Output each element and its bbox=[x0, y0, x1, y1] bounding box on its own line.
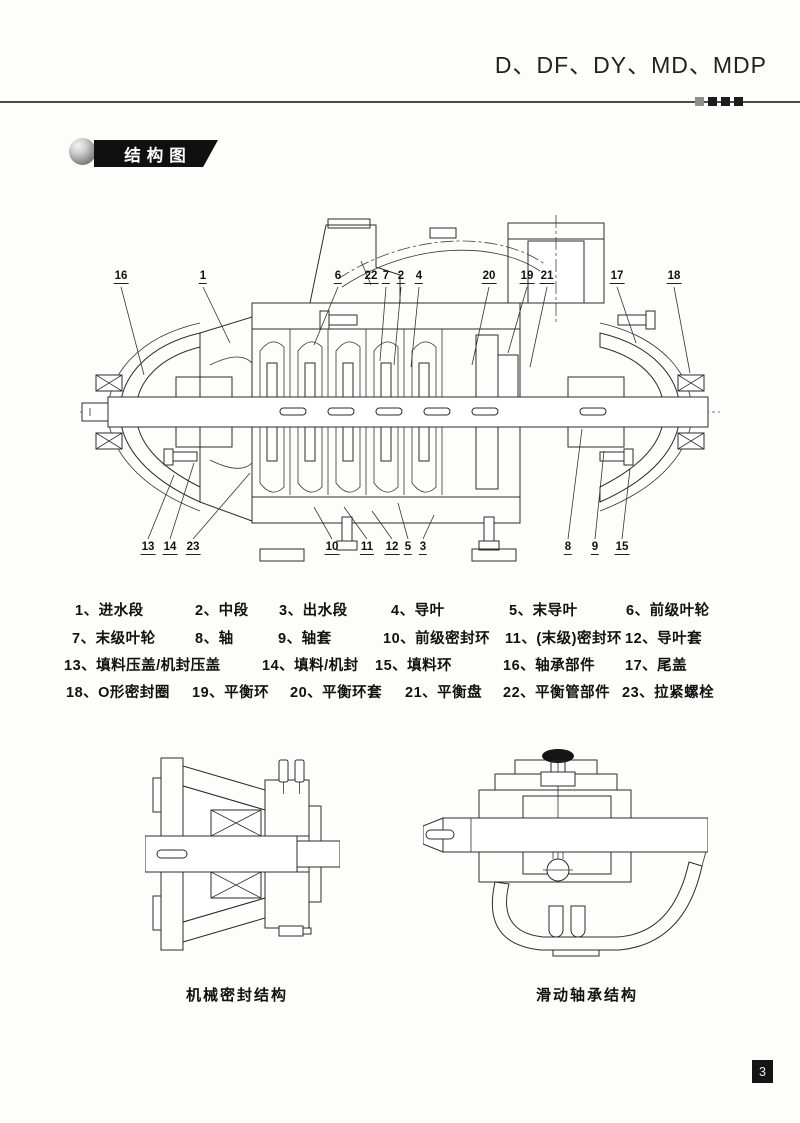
diagram-callout-number: 4 bbox=[414, 270, 424, 284]
parts-list-item: 21、平衡盘 bbox=[405, 685, 483, 702]
parts-list-row: 13、填料压盖/机封压盖 14、填料/机封 15、填料环 16、轴承部件 17、尾盖 bbox=[58, 651, 758, 678]
diagram-callout-number: 14 bbox=[162, 541, 178, 555]
parts-list-item: 2、中段 bbox=[195, 603, 249, 620]
parts-list-item: 9、轴套 bbox=[278, 630, 332, 647]
pump-cross-section-drawing bbox=[80, 215, 720, 562]
diagram-callout-number: 18 bbox=[666, 270, 682, 284]
parts-list-item: 12、导叶套 bbox=[625, 630, 703, 647]
parts-list-item: 6、前级叶轮 bbox=[626, 603, 710, 620]
diagram-callout-number: 7 bbox=[381, 270, 391, 284]
header-rule-square bbox=[721, 97, 730, 106]
parts-list-item: 3、出水段 bbox=[279, 603, 348, 620]
parts-list-item: 8、轴 bbox=[195, 630, 234, 647]
sliding-bearing-drawing bbox=[421, 749, 710, 957]
parts-list-item: 11、(末级)密封环 bbox=[505, 630, 622, 647]
diagram-callout-number: 23 bbox=[185, 541, 201, 555]
header-rule-square bbox=[695, 97, 704, 106]
callout-leader-lines bbox=[120, 260, 691, 540]
section-badge: 结构图 bbox=[94, 140, 218, 167]
diagram-callout-number: 6 bbox=[333, 270, 343, 284]
parts-list-row: 18、O形密封圈 19、平衡环 20、平衡环套 21、平衡盘 22、平衡管部件 23、拉紧… bbox=[58, 678, 758, 705]
parts-list-item: 5、末导叶 bbox=[509, 603, 578, 620]
diagram-callout-number: 1 bbox=[198, 270, 208, 284]
parts-list-item: 17、尾盖 bbox=[625, 657, 688, 674]
mechanical-seal-drawing bbox=[143, 757, 342, 951]
diagram-callout-number: 21 bbox=[539, 270, 555, 284]
diagram-callout-number: 17 bbox=[609, 270, 625, 284]
diagram-callout-number: 10 bbox=[324, 541, 340, 555]
parts-list-row: 1、进水段 2、中段 3、出水段 4、导叶 5、末导叶 6、前级叶轮 bbox=[58, 596, 758, 623]
diagram-callout-number: 11 bbox=[359, 541, 375, 555]
mechanical-seal-diagram bbox=[143, 752, 342, 957]
parts-list-item: 18、O形密封圈 bbox=[66, 685, 170, 702]
header-rule-square bbox=[734, 97, 743, 106]
parts-list-item: 20、平衡环套 bbox=[290, 685, 383, 702]
parts-list-item: 22、平衡管部件 bbox=[503, 685, 611, 702]
diagram-callout-number: 5 bbox=[403, 541, 413, 555]
parts-list-item: 10、前级密封环 bbox=[383, 630, 491, 647]
parts-list: 1、进水段 2、中段 3、出水段 4、导叶 5、末导叶 6、前级叶轮 7、末级叶轮 8、轴 9… bbox=[58, 596, 758, 706]
parts-list-item: 13、填料压盖/机封压盖 bbox=[64, 657, 221, 674]
diagram-callout-number: 19 bbox=[519, 270, 535, 284]
diagram-callout-number: 8 bbox=[563, 541, 573, 555]
sliding-bearing-caption: 滑动轴承结构 bbox=[535, 987, 638, 1004]
diagram-callout-number: 9 bbox=[590, 541, 600, 555]
section-badge-label: 结构图 bbox=[124, 146, 192, 165]
parts-list-item: 14、填料/机封 bbox=[262, 657, 359, 674]
diagram-callout-number: 3 bbox=[418, 541, 428, 555]
parts-list-item: 15、填料环 bbox=[375, 657, 453, 674]
diagram-callout-number: 20 bbox=[481, 270, 497, 284]
parts-list-item: 1、进水段 bbox=[75, 603, 144, 620]
parts-list-item: 4、导叶 bbox=[391, 603, 445, 620]
diagram-callout-number: 22 bbox=[363, 270, 379, 284]
parts-list-item: 7、末级叶轮 bbox=[72, 630, 156, 647]
sliding-bearing-diagram bbox=[421, 748, 710, 958]
page-number-badge: 3 bbox=[752, 1060, 773, 1083]
mechanical-seal-caption: 机械密封结构 bbox=[185, 987, 288, 1004]
parts-list-item: 19、平衡环 bbox=[192, 685, 270, 702]
diagram-callout-number: 15 bbox=[614, 541, 630, 555]
header-rule-square bbox=[708, 97, 717, 106]
parts-list-item: 23、拉紧螺栓 bbox=[622, 685, 715, 702]
parts-list-item: 16、轴承部件 bbox=[503, 657, 596, 674]
diagram-callout-number: 13 bbox=[140, 541, 156, 555]
sphere-bullet-icon bbox=[69, 138, 96, 165]
header-rule bbox=[0, 101, 800, 103]
diagram-callout-number: 12 bbox=[384, 541, 400, 555]
diagram-callout-number: 2 bbox=[396, 270, 406, 284]
header-rule-squares bbox=[695, 97, 743, 106]
diagram-callout-number: 16 bbox=[113, 270, 129, 284]
page-title: D、DF、DY、MD、MDP bbox=[494, 52, 767, 78]
